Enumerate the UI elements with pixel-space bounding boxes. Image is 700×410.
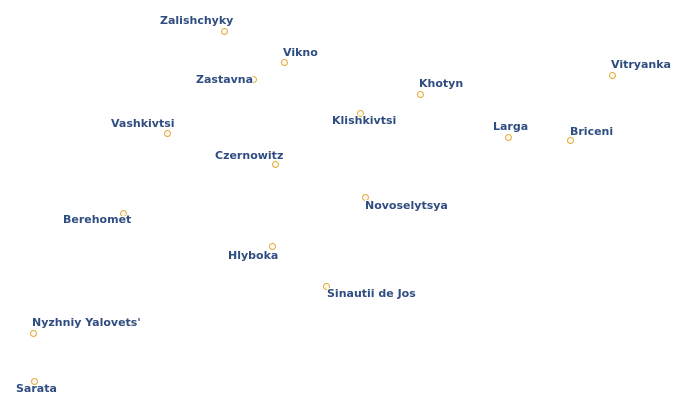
place-label-vitryanka: Vitryanka [611,58,671,71]
place-marker-nyzhniy-yalovets[interactable] [30,330,37,337]
place-label-vashkivtsi: Vashkivtsi [111,117,175,130]
place-label-vikno: Vikno [283,46,318,59]
place-label-sinautii-de-jos: Sinautii de Jos [327,287,416,300]
place-label-klishkivtsi: Klishkivtsi [332,114,397,127]
place-marker-vitryanka[interactable] [609,72,616,79]
place-label-briceni: Briceni [570,125,614,138]
place-label-czernowitz: Czernowitz [215,149,284,162]
place-marker-czernowitz[interactable] [272,161,279,168]
place-marker-sarata[interactable] [31,378,38,385]
place-marker-larga[interactable] [505,134,512,141]
place-label-zalishchyky: Zalishchyky [160,14,234,27]
place-marker-hlyboka[interactable] [269,243,276,250]
place-label-berehomet: Berehomet [63,213,132,226]
place-marker-vikno[interactable] [281,59,288,66]
place-marker-sinautii-de-jos[interactable] [323,283,330,290]
place-label-larga: Larga [493,120,529,133]
place-marker-briceni[interactable] [567,137,574,144]
place-label-sarata: Sarata [16,382,57,395]
place-label-khotyn: Khotyn [419,77,464,90]
place-label-nyzhniy-yalovets: Nyzhniy Yalovets' [32,316,141,329]
place-label-novoselytsya: Novoselytsya [365,199,448,212]
place-label-zastavna: Zastavna [196,73,254,86]
place-marker-klishkivtsi[interactable] [357,110,364,117]
place-marker-novoselytsya[interactable] [362,194,369,201]
place-marker-zalishchyky[interactable] [221,28,228,35]
place-label-hlyboka: Hlyboka [228,249,279,262]
place-marker-zastavna[interactable] [250,76,257,83]
place-marker-vashkivtsi[interactable] [164,130,171,137]
place-marker-berehomet[interactable] [120,210,127,217]
place-marker-khotyn[interactable] [417,91,424,98]
